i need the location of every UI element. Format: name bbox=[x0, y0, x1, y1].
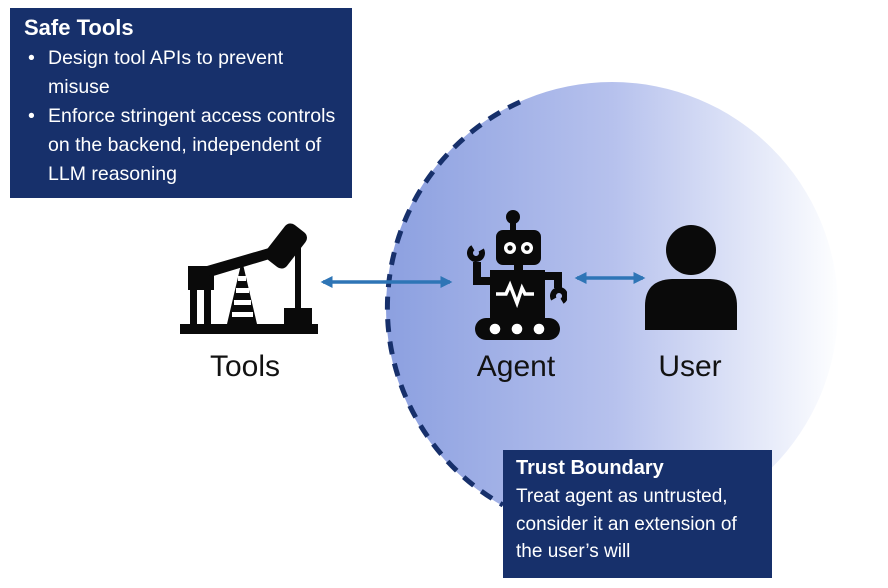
safe-tools-bullet-list: • Design tool APIs to prevent misuse • E… bbox=[24, 44, 338, 189]
safe-tools-title: Safe Tools bbox=[24, 15, 134, 40]
bullet-glyph: • bbox=[28, 105, 35, 127]
trust-boundary-circle bbox=[386, 82, 838, 534]
trust-boundary-body: Treat agent as untrusted, consider it an… bbox=[516, 486, 737, 562]
safe-tools-bullet-item: • Design tool APIs to prevent misuse bbox=[24, 44, 338, 102]
trust-boundary-title: Trust Boundary bbox=[516, 457, 664, 479]
safe-tools-bullet-text: Design tool APIs to prevent misuse bbox=[48, 47, 284, 98]
bullet-glyph: • bbox=[28, 47, 35, 69]
robot-icon bbox=[467, 210, 567, 340]
trust-boundary-callout: Trust Boundary Treat agent as untrusted,… bbox=[503, 450, 772, 578]
tools-label: Tools bbox=[209, 350, 281, 383]
safe-tools-bullet-text: Enforce stringent access controls on the… bbox=[48, 105, 336, 185]
trust-boundary-dashed-arc bbox=[384, 99, 522, 508]
person-icon bbox=[645, 225, 737, 330]
pumpjack-icon bbox=[180, 223, 318, 334]
agent-label: Agent bbox=[476, 350, 556, 383]
user-label: User bbox=[658, 350, 722, 383]
safe-tools-callout: Safe Tools • Design tool APIs to prevent… bbox=[10, 8, 352, 198]
safe-tools-bullet-item: • Enforce stringent access controls on t… bbox=[24, 102, 338, 189]
